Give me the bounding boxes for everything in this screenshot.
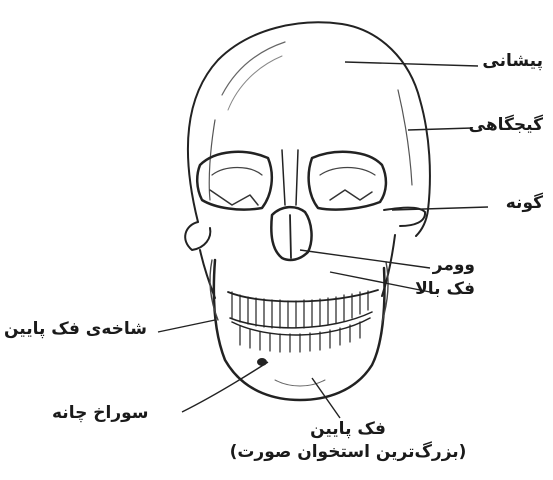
label-mandible-note: (بزرگ‌ترین استخوان صورت) xyxy=(228,443,468,462)
leader-frontal xyxy=(345,62,478,66)
label-zygomatic: گونه xyxy=(506,194,543,213)
label-vomer: وومر xyxy=(433,256,475,275)
mandible-label-group: فک پایین (بزرگ‌ترین استخوان صورت) xyxy=(228,420,468,461)
cranium-outline xyxy=(188,22,430,236)
leader-ramus xyxy=(158,320,215,332)
zygomatic-left xyxy=(185,222,210,250)
left-orbit xyxy=(197,152,272,210)
right-orbit xyxy=(309,152,386,210)
zygomatic-right xyxy=(384,208,425,226)
leader-vomer xyxy=(300,250,430,268)
label-temporal: گیجگاهی xyxy=(469,116,543,135)
leader-mental-foramen xyxy=(182,362,268,412)
leader-temporal xyxy=(408,128,472,130)
label-mental-foramen: سوراخ چانه xyxy=(52,404,149,423)
upper-teeth xyxy=(228,290,378,302)
label-ramus: شاخه‌ی فک پایین xyxy=(4,320,147,339)
label-mandible: فک پایین xyxy=(228,420,468,439)
label-frontal: پیشانی xyxy=(482,52,543,71)
label-maxilla: فک بالا xyxy=(415,280,475,299)
